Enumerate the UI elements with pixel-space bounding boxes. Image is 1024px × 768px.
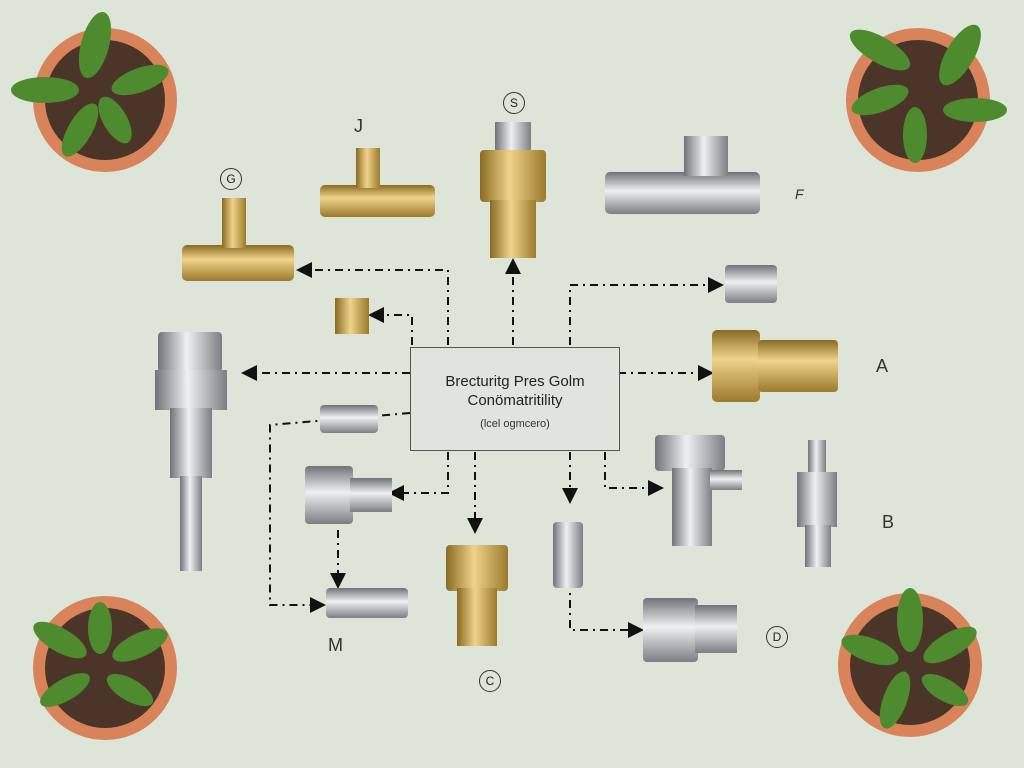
brass-nipple-small (335, 298, 369, 334)
label-d: D (766, 626, 788, 648)
label-s: S (503, 92, 525, 114)
brass-union-a (712, 330, 838, 402)
brass-coupling-c (446, 545, 508, 646)
steel-reducer-d (643, 598, 737, 662)
steel-adapter-b (797, 440, 837, 567)
label-b: B (882, 512, 895, 532)
center-subtitle: (lcel ogmcero) (480, 418, 550, 430)
steel-nipple-m (326, 588, 408, 618)
steel-long-adapter (155, 332, 227, 571)
steel-small-connector (320, 405, 378, 433)
steel-hex-nut-adapter (305, 466, 392, 524)
potted-plant-bottom-left (33, 596, 177, 740)
label-a: A (876, 356, 889, 376)
steel-plug-small (725, 265, 777, 303)
label-j: J (354, 116, 363, 136)
potted-plant-top-left (11, 11, 177, 172)
potted-plant-bottom-right (838, 588, 982, 737)
center-title-line2: Conömatritility (467, 392, 563, 409)
center-title-line1: Brecturitg Pres Golm (445, 373, 585, 390)
compatibility-center-box: Brecturitg Pres Golm Conömatritility (lc… (410, 347, 620, 451)
steel-pin-connector (553, 522, 583, 588)
connector-lines (241, 258, 724, 638)
label-g: G (220, 168, 242, 190)
potted-plant-top-right (846, 24, 1007, 172)
steel-elbow-fitting (655, 435, 742, 546)
brass-tee-fitting-j (320, 148, 435, 217)
brass-hex-adapter-s (480, 122, 546, 258)
brass-tee-fitting-g (182, 198, 294, 281)
steel-tee-fitting (605, 136, 760, 214)
label-c: C (479, 670, 501, 692)
label-m: M (328, 635, 343, 655)
label-f: F (795, 186, 804, 202)
